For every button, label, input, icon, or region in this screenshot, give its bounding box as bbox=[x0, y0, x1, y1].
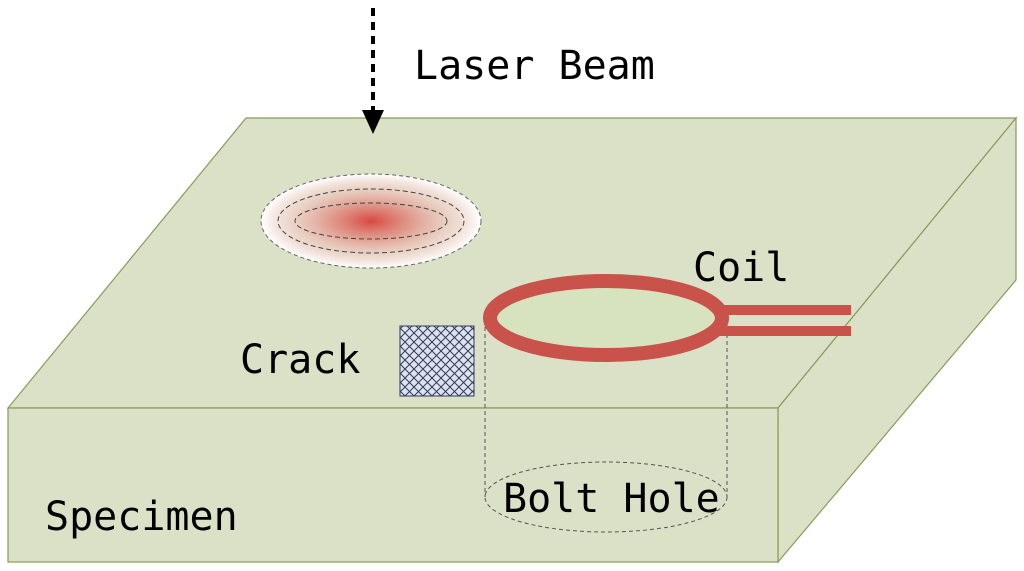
laser-arrow-icon bbox=[362, 8, 384, 134]
laser-beam-label: Laser Beam bbox=[414, 43, 655, 89]
laser-spot-icon bbox=[260, 173, 482, 269]
specimen-label: Specimen bbox=[45, 494, 238, 540]
bolt-hole bbox=[484, 320, 728, 533]
specimen-front-face bbox=[7, 407, 779, 563]
specimen-block bbox=[6, 116, 1018, 564]
coil-label: Coil bbox=[693, 245, 789, 291]
crack-label: Crack bbox=[240, 337, 360, 383]
coil-icon bbox=[483, 274, 851, 362]
bolt-hole-label: Bolt Hole bbox=[503, 476, 720, 522]
crack-icon bbox=[399, 325, 475, 397]
